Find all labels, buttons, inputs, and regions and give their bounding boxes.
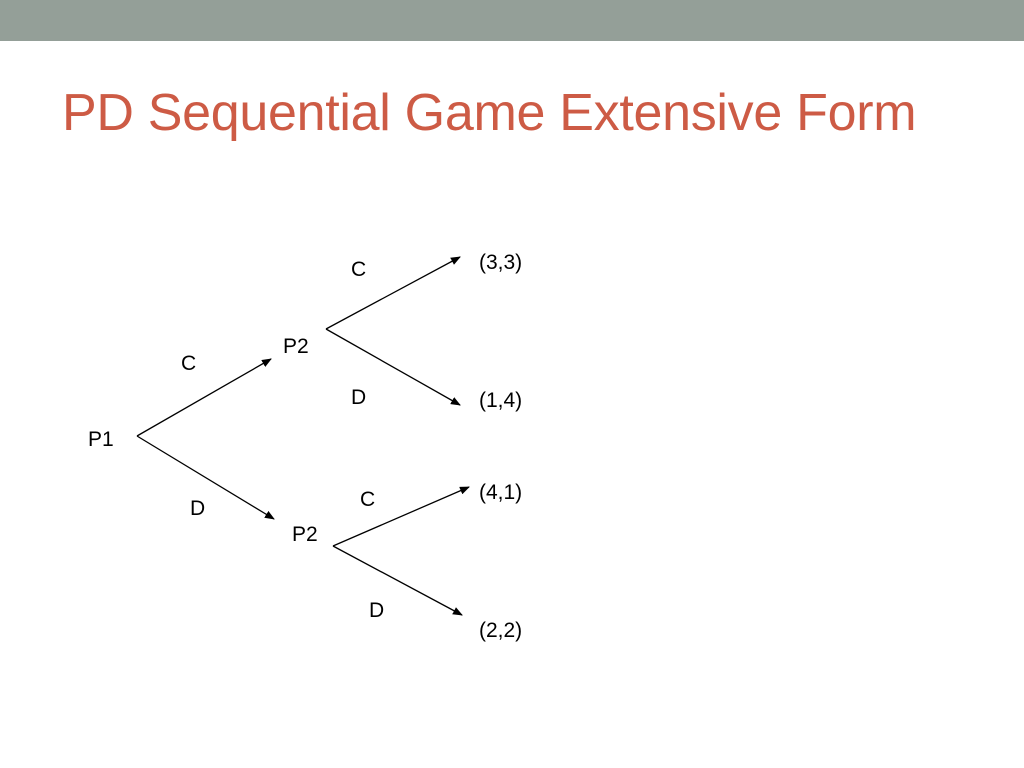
edge-lower-p2-defect: [332, 545, 463, 616]
node-upper-p2-label: P2: [283, 335, 309, 358]
payoff-dc-label: (4,1): [479, 481, 523, 504]
payoff-cd-label: (1,4): [479, 389, 523, 412]
move-lower-p2-defect-label: D: [369, 599, 385, 622]
edge-upper-p2-defect: [325, 328, 461, 406]
payoff-cc-label: (3,3): [479, 251, 523, 274]
move-p1-defect-label: D: [190, 497, 206, 520]
edge-lower-p2-cooperate: [332, 486, 470, 547]
payoff-dd-label: (2,2): [479, 619, 523, 642]
slide-title: PD Sequential Game Extensive Form: [62, 84, 917, 142]
edge-p1-defect: [136, 435, 275, 520]
move-upper-p2-defect-label: D: [351, 386, 367, 409]
move-upper-p2-cooperate-label: C: [351, 258, 367, 281]
node-lower-p2-label: P2: [292, 523, 318, 546]
node-p1-label: P1: [88, 428, 114, 451]
edge-upper-p2-cooperate: [325, 256, 461, 330]
move-lower-p2-cooperate-label: C: [360, 488, 376, 511]
move-p1-cooperate-label: C: [181, 352, 197, 375]
edge-p1-cooperate: [136, 358, 272, 437]
top-band: [0, 0, 1024, 41]
